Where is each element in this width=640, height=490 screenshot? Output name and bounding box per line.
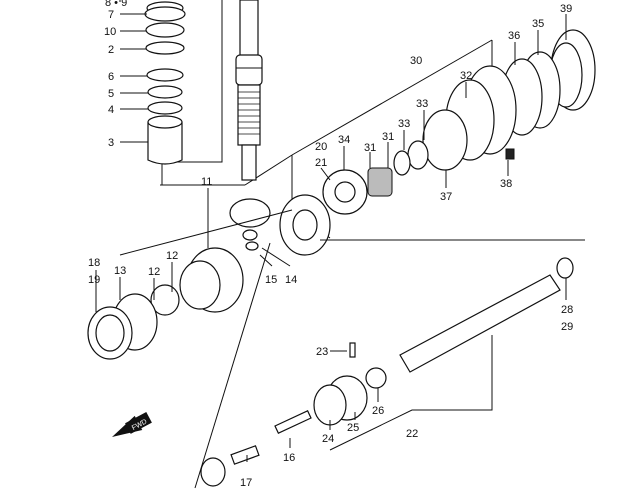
callout-36: 36 <box>508 30 520 42</box>
callout-8-9: 8 • 9 <box>105 0 127 9</box>
callout-numbers: 8 • 9 7 10 2 6 5 4 3 39 35 36 30 32 33 3… <box>88 0 573 489</box>
callout-34: 34 <box>338 134 350 146</box>
callout-22: 22 <box>406 428 418 440</box>
gear-leader-lines <box>95 188 291 312</box>
drive-shaft <box>235 0 263 181</box>
callout-32: 32 <box>460 70 472 82</box>
callout-4: 4 <box>108 104 114 116</box>
callout-12b: 12 <box>148 266 160 278</box>
dog-clutch-group <box>200 342 387 487</box>
callout-5: 5 <box>108 88 114 100</box>
washer-leader <box>194 242 271 489</box>
callout-39: 39 <box>560 3 572 15</box>
housing-leader-lines <box>320 14 567 188</box>
forward-gear-group <box>87 209 585 360</box>
callout-14: 14 <box>285 274 297 286</box>
callout-18: 18 <box>88 257 100 269</box>
callout-31a: 31 <box>364 142 376 154</box>
callout-31b: 31 <box>382 131 394 143</box>
callout-20: 20 <box>315 141 327 153</box>
callout-33a: 33 <box>416 98 428 110</box>
propeller-shaft <box>329 257 574 451</box>
callout-16: 16 <box>283 452 295 464</box>
fwd-arrow-icon: FWD <box>112 411 152 437</box>
callout-28: 28 <box>561 304 573 316</box>
upper-bearing-stack <box>144 1 186 165</box>
callout-7: 7 <box>108 9 114 21</box>
callout-15: 15 <box>265 274 277 286</box>
callout-6: 6 <box>108 71 114 83</box>
callout-30: 30 <box>410 55 422 67</box>
callout-11: 11 <box>201 176 212 188</box>
callout-3: 3 <box>108 137 114 149</box>
bevel-gears <box>229 194 331 256</box>
callout-17: 17 <box>240 477 252 489</box>
callout-2: 2 <box>108 44 114 56</box>
callout-10: 10 <box>104 26 116 38</box>
callout-21: 21 <box>315 157 327 169</box>
callout-26: 26 <box>372 405 384 417</box>
callout-24: 24 <box>322 433 334 445</box>
callout-33b: 33 <box>398 118 410 130</box>
clutch-housing-group <box>291 29 596 239</box>
callout-13: 13 <box>114 265 126 277</box>
callout-35: 35 <box>532 18 544 30</box>
callout-19: 19 <box>88 274 100 286</box>
upper-leader-lines <box>119 0 148 143</box>
callout-37: 37 <box>440 191 452 203</box>
callout-12a: 12 <box>166 250 178 262</box>
callout-38: 38 <box>500 178 512 190</box>
callout-29: 29 <box>561 321 573 333</box>
callout-23: 23 <box>316 346 328 358</box>
callout-25: 25 <box>347 422 359 434</box>
